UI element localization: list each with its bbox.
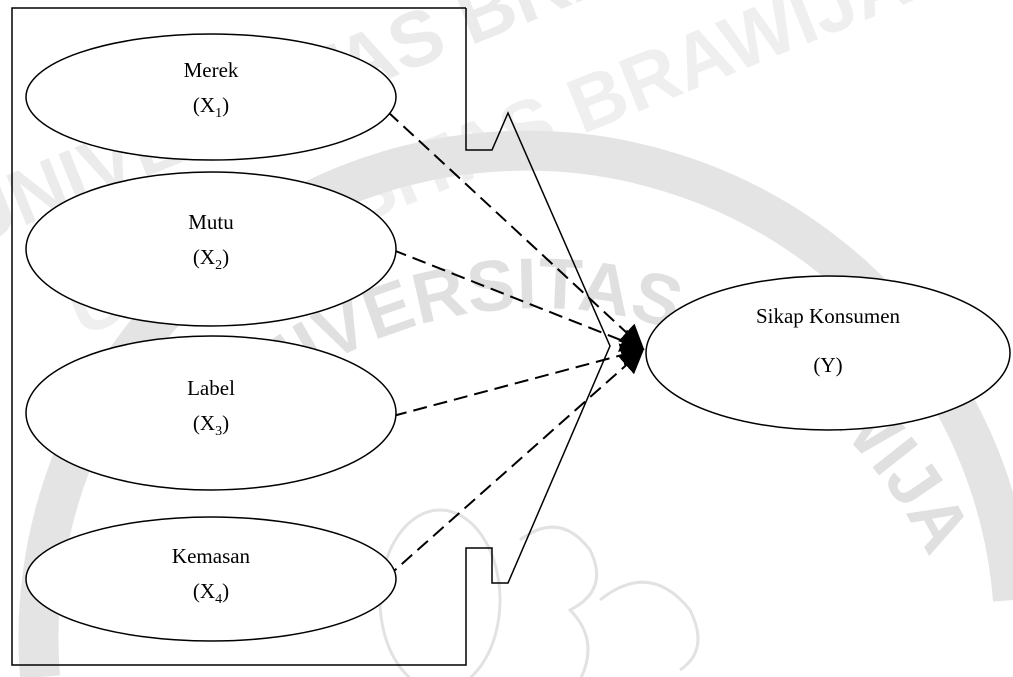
arrow-x4-to-y xyxy=(385,349,644,579)
node-x1-subscript: 1 xyxy=(215,106,223,122)
node-x2-subscript: 2 xyxy=(215,258,223,274)
node-x4-label: Kemasan (X4) xyxy=(111,546,311,607)
arrow-x1-to-y xyxy=(387,111,644,349)
node-x4-symbol-letter: X xyxy=(199,579,216,603)
node-x2-ellipse xyxy=(25,171,397,327)
node-x4-subscript: 4 xyxy=(215,592,223,608)
node-x3-name: Label xyxy=(187,376,235,400)
bracket-frame xyxy=(11,7,611,666)
node-y-symbol: (Y) xyxy=(813,353,843,377)
node-x3-symbol-letter: X xyxy=(199,411,216,435)
node-x2-symbol-letter: X xyxy=(199,245,216,269)
node-x1-ellipse xyxy=(25,33,397,161)
node-x1-name: Merek xyxy=(183,58,239,82)
node-x4-name: Kemasan xyxy=(171,544,251,568)
node-x3-symbol: (X3) xyxy=(192,411,230,440)
arrow-x2-to-y xyxy=(392,249,645,352)
node-x2-symbol: (X2) xyxy=(192,245,230,274)
node-x4-ellipse xyxy=(25,516,397,642)
node-y-name: Sikap Konsumen xyxy=(755,304,901,328)
node-x3-ellipse xyxy=(25,335,397,491)
node-x2-label: Mutu (X2) xyxy=(111,212,311,273)
node-x3-subscript: 3 xyxy=(215,424,223,440)
node-x1-label: Merek (X1) xyxy=(111,60,311,121)
arrow-x3-to-y xyxy=(392,343,645,417)
node-x1-symbol-letter: X xyxy=(199,93,216,117)
node-x4-symbol: (X4) xyxy=(192,579,230,608)
node-x1-symbol: (X1) xyxy=(192,93,230,122)
node-x2-name: Mutu xyxy=(188,210,234,234)
node-y-ellipse xyxy=(645,275,1011,431)
node-y-label: Sikap Konsumen (Y) xyxy=(698,306,958,376)
node-x3-label: Label (X3) xyxy=(111,378,311,439)
